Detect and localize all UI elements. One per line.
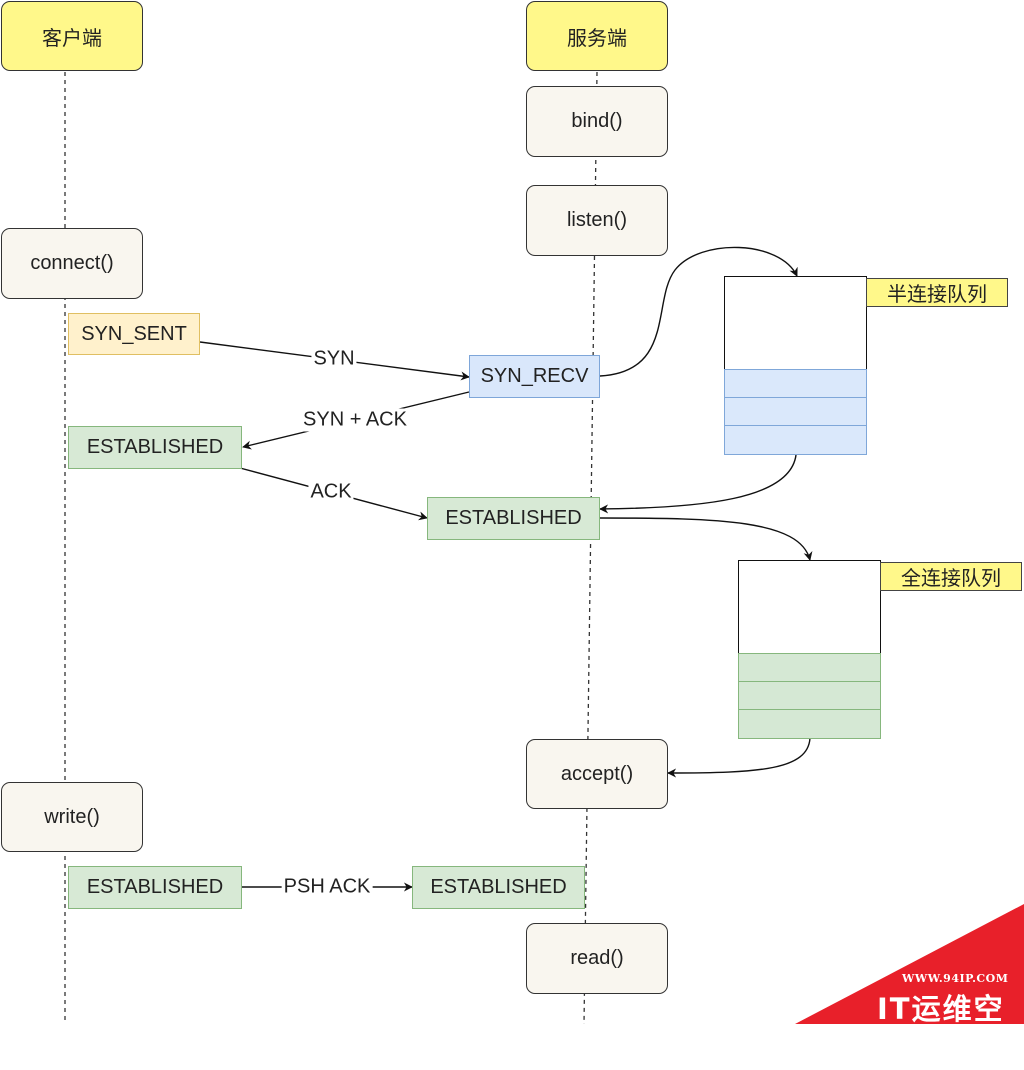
full-queue-slot: [738, 681, 881, 711]
listen-call: listen(): [526, 185, 668, 256]
server-established-state: ESTABLISHED: [427, 497, 600, 540]
diagram-edges: [64, 71, 1024, 1024]
client-established-state: ESTABLISHED: [68, 426, 242, 469]
established-to-full-queue-curve: [599, 517, 813, 561]
watermark-triangle: [795, 904, 1024, 1024]
server-established-state-2: ESTABLISHED: [412, 866, 585, 909]
full-connection-queue: [738, 560, 881, 739]
client-actor: 客户端: [1, 1, 143, 71]
half-queue-slot: [724, 369, 867, 399]
client-established-state-2: ESTABLISHED: [68, 866, 242, 909]
write-call: write(): [1, 782, 143, 852]
half-connection-queue: [724, 276, 867, 455]
to-half-queue-curve: [599, 246, 798, 377]
half-queue-to-established-curve: [599, 454, 797, 514]
ack-message-label: ACK: [308, 480, 354, 504]
syn-ack-message-label: SYN + ACK: [301, 408, 409, 432]
server-lifeline: [583, 71, 598, 1024]
bind-call: bind(): [526, 86, 668, 157]
accept-call: accept(): [526, 739, 668, 809]
half-queue-slot: [724, 425, 867, 455]
psh-ack-message-label: PSH ACK: [281, 875, 373, 899]
read-call: read(): [526, 923, 668, 994]
full-queue-slot: [738, 709, 881, 739]
syn-sent-state: SYN_SENT: [68, 313, 200, 355]
watermark-url: WWW.94IP.COM: [902, 972, 1009, 985]
half-queue-slot: [724, 397, 867, 427]
server-actor: 服务端: [526, 1, 668, 71]
full-queue-to-accept-curve: [667, 737, 811, 778]
syn-message-label: SYN: [311, 347, 357, 371]
connect-call: connect(): [1, 228, 143, 299]
full-queue-slot: [738, 653, 881, 683]
watermark-name: IT运维空间: [877, 992, 1005, 1068]
full-queue-label: 全连接队列: [880, 562, 1022, 591]
syn-recv-state: SYN_RECV: [469, 355, 600, 398]
half-queue-label: 半连接队列: [866, 278, 1008, 307]
